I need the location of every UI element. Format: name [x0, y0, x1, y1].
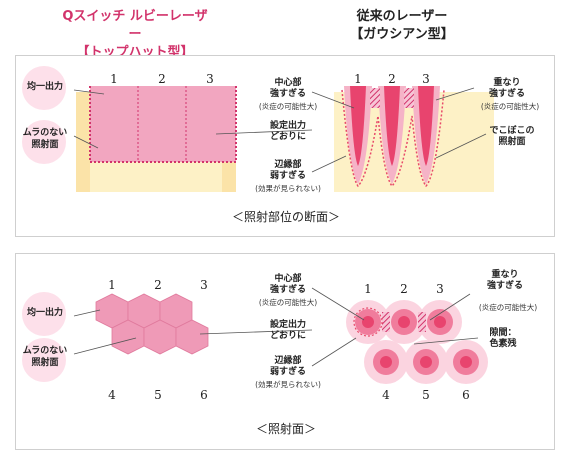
label-uneven-1: でこぼこの: [489, 126, 535, 136]
surface-label-as-set-1: 設定出力: [269, 320, 306, 330]
gaussian-edge-dots: [341, 89, 445, 188]
label-uniform-output: 均一出力: [26, 82, 63, 92]
spot-1: [346, 300, 390, 344]
gaussian-number-2: 2: [388, 72, 396, 86]
label-overlap-1: 重なり: [493, 78, 521, 88]
surface-label-edge-2: 弱すぎる: [269, 367, 306, 377]
surface-edge-dots: [353, 307, 383, 337]
surface-uniform-bubble: [22, 292, 66, 336]
label-even-1: ムラのない: [22, 128, 68, 138]
conventional-subtitle: 【ガウシアン型】: [350, 27, 454, 42]
surface-caption: ＜照射面＞: [255, 422, 316, 436]
surface-even-bubble: [22, 338, 66, 382]
cross-section-caption: ＜照射部位の断面＞: [231, 210, 340, 224]
surface-leader-center: [311, 287, 365, 321]
spot-3: [418, 300, 462, 344]
label-edge-3: (効果が見られない): [255, 184, 321, 193]
spot-number-1: 1: [364, 282, 372, 296]
overlap-hatch-1: [370, 88, 380, 108]
label-as-set-1: 設定出力: [269, 121, 306, 131]
surface-leader-uniform: [73, 309, 101, 317]
surface-label-gap-2: 色素残: [489, 339, 517, 349]
spot-number-2: 2: [400, 282, 408, 296]
surface-leader-overlap: [429, 293, 471, 321]
hex-number-6: 6: [200, 388, 208, 402]
hex-number-1: 1: [108, 278, 116, 292]
qswitch-title: Qスイッチ ルビーレーザー: [62, 9, 208, 42]
cross-section-panel: 均一出力 ムラのない 照射面 1 2 3 1 2 3 中心部 強すぎる (炎症の…: [15, 55, 555, 237]
spot-6: [444, 340, 488, 384]
label-edge-1: 辺縁部: [274, 160, 302, 170]
surface-label-uniform-output: 均一出力: [26, 308, 63, 318]
surface-leader-as-set: [199, 329, 313, 335]
surface-label-overlap-1: 重なり: [491, 270, 519, 280]
surface-diagram: [73, 287, 488, 384]
surface-label-even-2: 照射面: [31, 358, 59, 368]
surface-label-gap-1: 隙間：: [489, 328, 517, 338]
tophat-skin-left-edge: [76, 92, 90, 192]
surface-label-as-set-2: どおりに: [269, 331, 306, 341]
leader-even: [73, 135, 99, 149]
surface-leader-gap: [413, 337, 479, 345]
spot-number-3: 3: [436, 282, 444, 296]
leader-center: [311, 91, 355, 109]
gaussian-beam-3: [412, 86, 440, 184]
surface-label-overlap-3: (炎症の可能性大): [478, 303, 538, 312]
label-overlap-3: (炎症の可能性大): [480, 102, 540, 111]
surface-panel: 均一出力 ムラのない 照射面 1 2 3 4 5 6 1 2 3 4 5 6 中…: [15, 253, 555, 450]
surface-label-center-3: (炎症の可能性大): [258, 298, 318, 307]
hex-number-3: 3: [200, 278, 208, 292]
gaussian-number-1: 1: [354, 72, 362, 86]
spot-number-4: 4: [382, 388, 390, 402]
spot-4: [364, 340, 408, 384]
tophat-beam-area: [90, 86, 236, 162]
overlap-hatch-2: [404, 88, 414, 108]
surface-overlap-hatch-1: [382, 312, 390, 332]
surface-leader-even: [73, 337, 137, 355]
label-center-3: (炎症の可能性大): [258, 102, 318, 111]
leader-uneven: [435, 133, 487, 159]
gaussian-number-3: 3: [422, 72, 430, 86]
label-uneven-2: 照射面: [498, 137, 526, 147]
spot-number-6: 6: [462, 388, 470, 402]
leader-as-set: [215, 129, 313, 135]
leader-uniform: [73, 89, 105, 95]
spot-number-5: 5: [422, 388, 430, 402]
label-center-1: 中心部: [274, 78, 302, 88]
tophat-number-2: 2: [158, 72, 166, 86]
tophat-number-3: 3: [206, 72, 214, 86]
label-as-set-2: どおりに: [269, 132, 306, 142]
qswitch-header: Qスイッチ ルビーレーザー 【トップハット型】: [60, 8, 210, 62]
surface-label-center-1: 中心部: [274, 274, 302, 284]
gaussian-beam-2: [378, 86, 406, 184]
uniform-bubble: [22, 66, 66, 110]
spot-5: [404, 340, 448, 384]
label-even-2: 照射面: [31, 140, 59, 150]
tophat-edge-dots: [89, 86, 237, 163]
spot-2: [382, 300, 426, 344]
hex-number-5: 5: [154, 388, 162, 402]
conventional-title: 従来のレーザー: [356, 9, 448, 24]
label-overlap-2: 強すぎる: [488, 89, 525, 99]
surface-overlap-hatch-2: [418, 312, 426, 332]
hex-6: [175, 319, 209, 355]
conventional-header: 従来のレーザー 【ガウシアン型】: [332, 8, 472, 44]
leader-edge: [311, 155, 347, 173]
hex-number-2: 2: [154, 278, 162, 292]
label-center-2: 強すぎる: [269, 89, 306, 99]
tophat-number-1: 1: [110, 72, 118, 86]
surface-leader-edge: [311, 337, 357, 367]
cross-section-diagram: [73, 86, 494, 192]
even-bubble: [22, 120, 66, 164]
label-edge-2: 弱すぎる: [269, 171, 306, 181]
surface-label-edge-1: 辺縁部: [274, 356, 302, 366]
surface-label-edge-3: (効果が見られない): [255, 380, 321, 389]
surface-label-even-1: ムラのない: [22, 346, 68, 356]
leader-overlap: [435, 87, 475, 101]
surface-label-overlap-2: 強すぎる: [486, 281, 523, 291]
hex-number-4: 4: [108, 388, 116, 402]
surface-label-center-2: 強すぎる: [269, 285, 306, 295]
